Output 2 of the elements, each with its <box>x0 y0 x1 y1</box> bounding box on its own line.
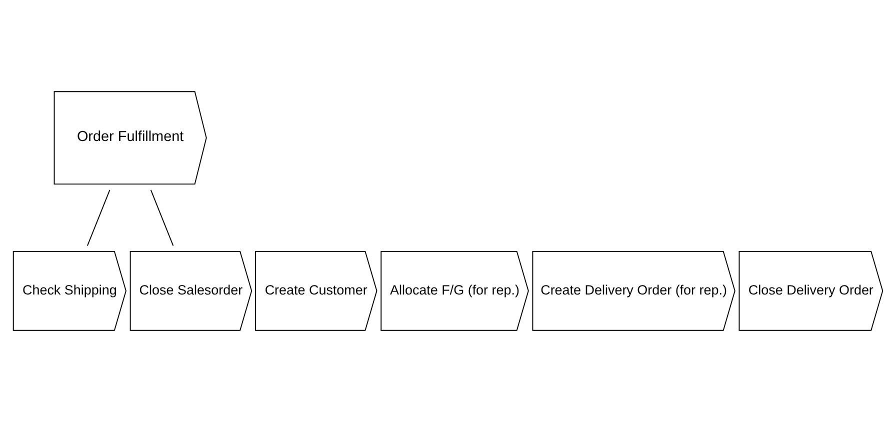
connector <box>86 188 110 246</box>
connector <box>150 188 174 246</box>
